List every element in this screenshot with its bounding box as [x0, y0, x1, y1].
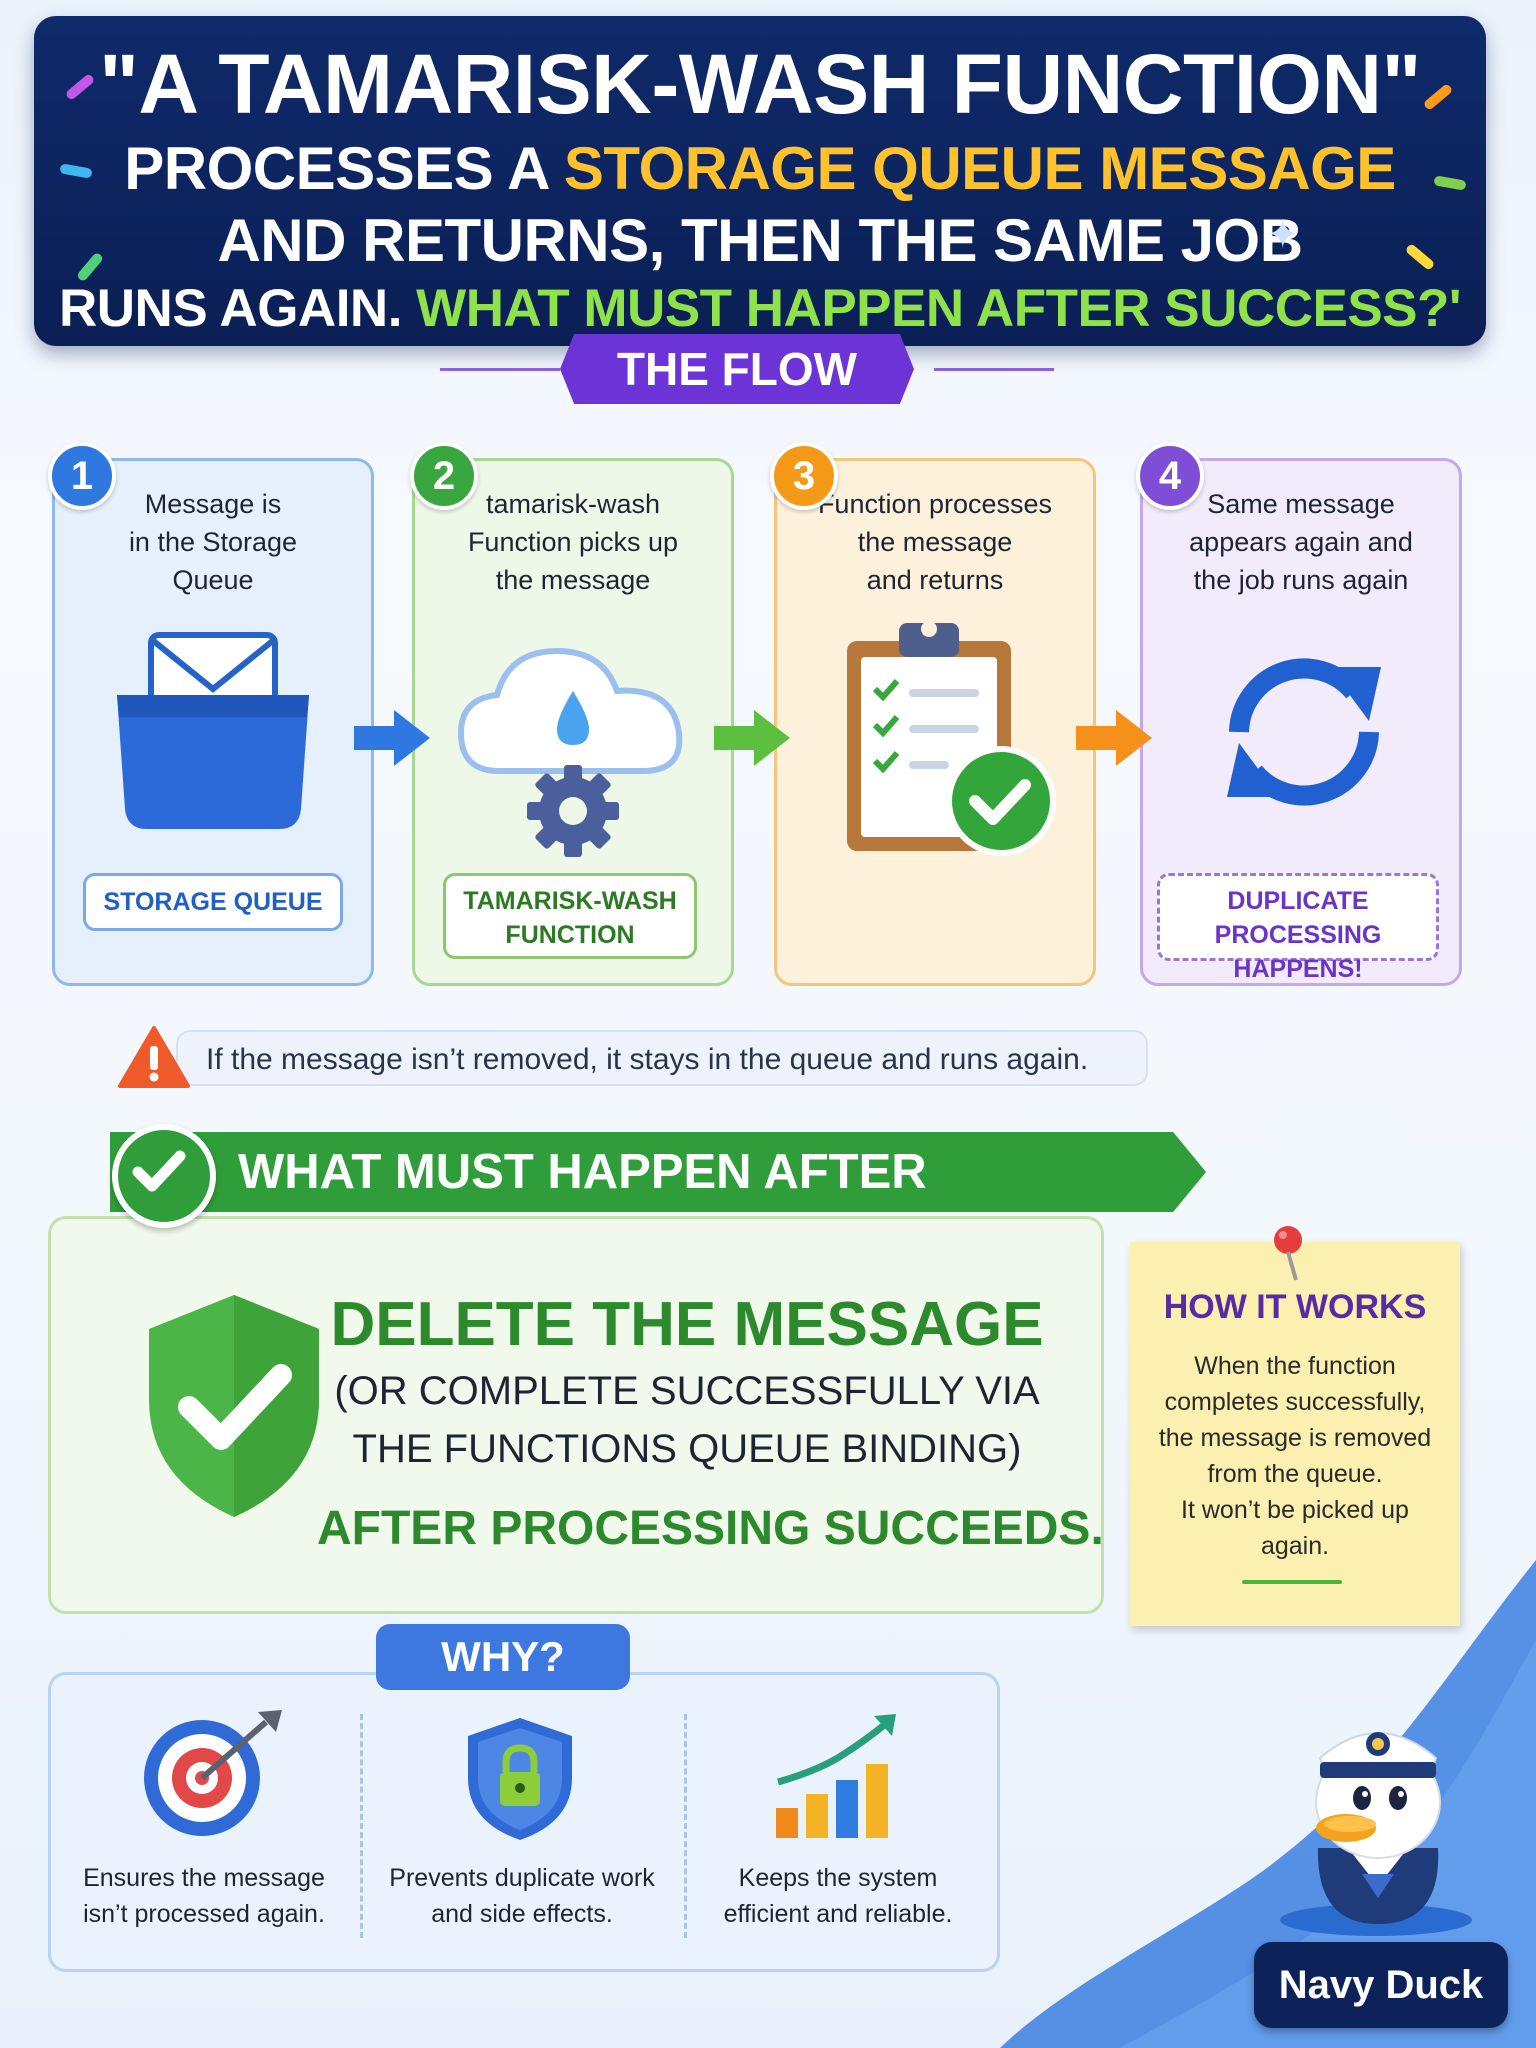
- navy-duck-label: Navy Duck: [1254, 1942, 1508, 2028]
- flow-line-right: [934, 368, 1054, 371]
- flow-label: THE FLOW: [560, 334, 914, 404]
- why-divider: [360, 1714, 363, 1938]
- why-divider: [684, 1714, 687, 1938]
- clipboard-check-icon: [847, 621, 1056, 856]
- success-subtext-1: (OR COMPLETE SUCCESSFULLY VIA: [334, 1369, 1040, 1413]
- arrow-right-icon: [714, 710, 790, 766]
- warning-icon: [118, 1026, 190, 1088]
- title-banner: "A TAMARISK-WASH FUNCTION" PROCESSES A S…: [34, 16, 1486, 346]
- warning-bar: If the message isn’t removed, it stays i…: [176, 1030, 1148, 1086]
- shield-check-icon: [149, 1295, 319, 1517]
- step-number-4: 4: [1136, 442, 1204, 510]
- note-title: HOW IT WORKS: [1163, 1288, 1427, 1326]
- step-number-2: 2: [410, 442, 478, 510]
- sparkle-icon: ✦: [1266, 213, 1300, 257]
- cloud-function-icon: [457, 647, 683, 857]
- flow-line-left: [440, 368, 560, 371]
- why-label: WHY?: [376, 1624, 630, 1690]
- growth-chart-icon: [776, 1714, 896, 1838]
- note-underline: [1242, 1580, 1342, 1584]
- after-processing-text: AFTER PROCESSING SUCCEEDS.: [317, 1502, 1104, 1555]
- title-line-4: RUNS AGAIN. WHAT MUST HAPPEN AFTER SUCCE…: [59, 279, 1461, 338]
- target-icon: [144, 1710, 282, 1836]
- step-number-1: 1: [48, 442, 116, 510]
- title-highlight-queue: STORAGE QUEUE MESSAGE: [563, 135, 1396, 202]
- title-line-3: AND RETURNS, THEN THE SAME JOB: [217, 207, 1303, 274]
- delete-message-text: DELETE THE MESSAGE: [330, 1290, 1044, 1359]
- navy-duck-mascot: [1280, 1732, 1472, 1936]
- arrow-right-icon: [1076, 710, 1152, 766]
- title-line-1: "A TAMARISK-WASH FUNCTION": [99, 37, 1421, 131]
- title-highlight-question: WHAT MUST HAPPEN AFTER SUCCESS?': [416, 279, 1461, 338]
- storage-queue-tag: STORAGE QUEUE: [83, 873, 343, 931]
- title-line-2: PROCESSES A STORAGE QUEUE MESSAGE: [124, 135, 1396, 202]
- arrow-right-icon: [354, 710, 430, 766]
- success-box: DELETE THE MESSAGE (OR COMPLETE SUCCESSF…: [48, 1216, 1104, 1614]
- success-subtext-2: THE FUNCTIONS QUEUE BINDING): [352, 1427, 1022, 1471]
- refresh-icon: [1227, 658, 1381, 806]
- shield-lock-icon: [468, 1718, 572, 1840]
- success-heading: WHAT MUST HAPPEN AFTER SUCCESS?: [110, 1132, 1206, 1212]
- check-circle-icon: [112, 1124, 216, 1228]
- pushpin-icon: [1274, 1226, 1302, 1281]
- step-number-3: 3: [770, 442, 838, 510]
- mailbox-icon: [117, 632, 309, 829]
